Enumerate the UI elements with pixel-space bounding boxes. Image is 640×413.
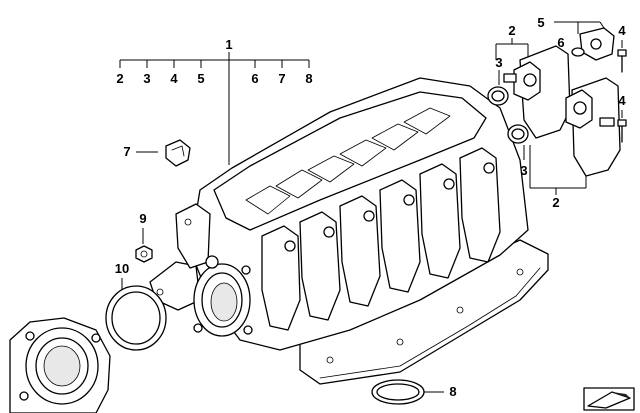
- callout-7-left: 7: [123, 144, 131, 159]
- callout-7: 7: [278, 71, 286, 86]
- o-ring-6: [571, 47, 585, 57]
- callout-4: 4: [170, 71, 178, 86]
- callout-4-top: 4: [618, 23, 626, 38]
- callout-1-bracket: [119, 52, 310, 165]
- o-ring-3-lower: [507, 124, 529, 144]
- callout-5-top: 5: [537, 15, 545, 30]
- callout-10: 10: [114, 261, 130, 276]
- callout-3: 3: [143, 71, 151, 86]
- callout-2: 2: [116, 71, 124, 86]
- callout-8: 8: [305, 71, 313, 86]
- throttle-body: [9, 317, 111, 413]
- callout-1: 1: [225, 37, 233, 52]
- callout-2-top: 2: [508, 23, 516, 38]
- callout-9: 9: [139, 211, 147, 226]
- sensor-5: [579, 27, 615, 61]
- callout-8-bottom: 8: [449, 384, 457, 399]
- callout-6: 6: [251, 71, 259, 86]
- callout-2-bottom: 2: [552, 195, 560, 210]
- actuator-lower: [565, 77, 621, 177]
- callout-5: 5: [197, 71, 205, 86]
- actuator-upper: [503, 45, 571, 139]
- screw-4-lower: [617, 119, 627, 143]
- screw-4-upper: [617, 49, 627, 73]
- callout-3-mid: 3: [520, 163, 528, 178]
- callout-6-top: 6: [557, 35, 565, 50]
- clip-7: [165, 139, 191, 167]
- intake-manifold: [149, 77, 549, 385]
- callout-3-top: 3: [495, 55, 503, 70]
- o-ring-8: [371, 379, 425, 405]
- o-ring-3-upper: [487, 86, 509, 106]
- nut-9: [135, 245, 153, 263]
- folded-paper-icon: [583, 387, 635, 411]
- gasket-ring-10: [105, 285, 167, 351]
- callout-4-mid: 4: [618, 93, 626, 108]
